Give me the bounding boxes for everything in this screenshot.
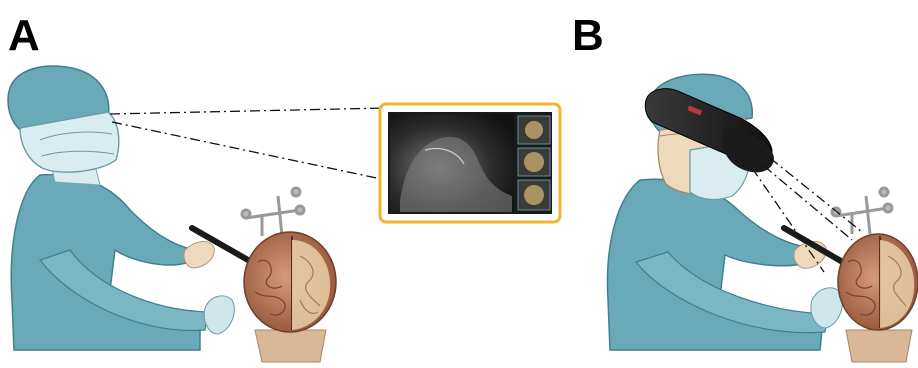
- brain-model-a: [244, 232, 336, 362]
- surgeon-a: [8, 66, 234, 350]
- brain-model-b: [838, 234, 918, 362]
- tracking-frame-a: [242, 188, 304, 236]
- tracking-frame-b: [832, 188, 892, 234]
- tablet-mri: [380, 104, 560, 222]
- sightlines-a: [110, 108, 386, 180]
